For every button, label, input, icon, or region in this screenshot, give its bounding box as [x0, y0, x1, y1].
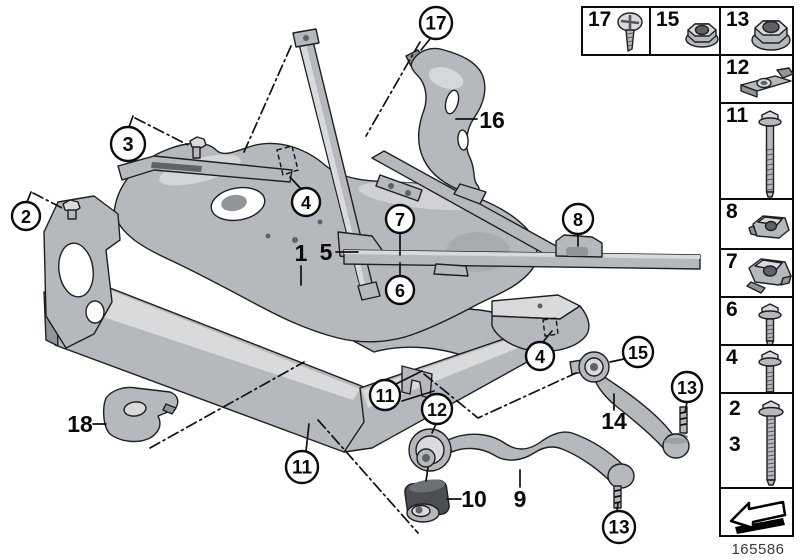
partbox-6[interactable]: 6	[719, 296, 794, 346]
label-1[interactable]: 1	[295, 240, 308, 266]
callout-2[interactable]: 2	[10, 200, 42, 232]
partbox-direction-arrow[interactable]	[719, 487, 794, 537]
label-14[interactable]: 14	[601, 408, 627, 434]
hex-flange-nut-large-icon	[751, 20, 791, 51]
callout-6[interactable]: 6	[384, 274, 416, 306]
callout-11-upper[interactable]: 11	[368, 378, 402, 412]
hex-flange-bolt-long-icon	[758, 110, 782, 198]
svg-text:8: 8	[573, 210, 583, 230]
svg-text:17: 17	[425, 14, 446, 35]
partbox-17[interactable]: 17	[581, 6, 651, 56]
control-arm-part-14	[569, 351, 690, 459]
cover-part-18	[102, 386, 179, 443]
hex-flange-bolt-short-icon	[758, 303, 782, 346]
partbox-11-number: 11	[726, 104, 749, 127]
svg-text:7: 7	[395, 210, 405, 230]
bolt-part-3	[189, 136, 207, 159]
callout-4-upper[interactable]: 4	[290, 186, 322, 218]
cage-nut-wide-icon	[746, 258, 792, 294]
label-5[interactable]: 5	[320, 239, 333, 265]
leader-lines	[26, 38, 688, 534]
partbox-7[interactable]: 7	[719, 248, 794, 298]
label-9[interactable]: 9	[514, 486, 527, 512]
callout-17[interactable]: 17	[418, 5, 454, 41]
callout-11-lower[interactable]: 11	[284, 449, 320, 485]
partbox-3-number: 3	[729, 433, 741, 456]
svg-text:6: 6	[395, 281, 405, 301]
callout-12[interactable]: 12	[420, 392, 454, 426]
partbox-2-number: 2	[729, 397, 741, 420]
phillips-screw-icon	[617, 12, 643, 52]
label-10[interactable]: 10	[461, 486, 487, 512]
brace-bar-steep	[292, 28, 381, 301]
callout-8[interactable]: 8	[561, 202, 595, 236]
bracket-part-16	[405, 47, 487, 205]
partbox-12[interactable]: 12	[719, 54, 794, 104]
partbox-7-number: 7	[726, 250, 738, 273]
svg-text:13: 13	[608, 518, 629, 539]
svg-text:11: 11	[375, 386, 394, 406]
partbox-17-number: 17	[588, 8, 612, 31]
partbox-8-number: 8	[726, 200, 738, 223]
partbox-12-number: 12	[726, 56, 750, 79]
hex-flange-nut-icon	[685, 23, 719, 48]
hex-flange-bolt-icon	[758, 350, 782, 396]
partbox-8[interactable]: 8	[719, 198, 794, 250]
hex-flange-bolt-full-thread-icon	[758, 400, 784, 486]
callout-15[interactable]: 15	[621, 335, 655, 369]
partbox-2-3[interactable]: 2 3	[719, 392, 794, 489]
label-16[interactable]: 16	[479, 107, 505, 133]
callout-4-lower[interactable]: 4	[524, 340, 556, 372]
partbox-6-number: 6	[726, 298, 738, 321]
direction-of-travel-arrow-icon	[729, 500, 787, 534]
partbox-13-number: 13	[726, 8, 750, 31]
callout-3[interactable]: 3	[109, 125, 147, 163]
bolt-part-2	[62, 199, 81, 220]
callout-13-lower[interactable]: 13	[601, 509, 637, 545]
cage-nut-long-icon	[740, 67, 794, 98]
reinforcement-bar-part-5	[337, 231, 701, 277]
svg-text:3: 3	[122, 134, 133, 156]
callout-13-upper[interactable]: 13	[670, 370, 704, 404]
subframe-part-1	[43, 136, 590, 453]
svg-text:11: 11	[292, 458, 313, 479]
partbox-4[interactable]: 4	[719, 344, 794, 396]
partbox-11[interactable]: 11	[719, 102, 794, 200]
svg-text:12: 12	[427, 400, 447, 420]
svg-text:15: 15	[628, 343, 648, 363]
svg-text:4: 4	[301, 193, 311, 213]
partbox-15-number: 15	[656, 8, 680, 31]
drawing-number: 165586	[731, 541, 785, 558]
callout-7[interactable]: 7	[384, 203, 416, 235]
partbox-13[interactable]: 13	[719, 6, 794, 56]
partbox-4-number: 4	[726, 346, 738, 369]
svg-text:13: 13	[677, 378, 697, 398]
label-18[interactable]: 18	[67, 411, 93, 437]
svg-text:2: 2	[21, 207, 31, 227]
control-arm-part-9	[408, 428, 635, 509]
svg-text:4: 4	[535, 347, 545, 367]
cage-nut-icon	[748, 215, 790, 239]
rubber-bushing-part-10	[404, 479, 450, 523]
partbox-15[interactable]: 15	[649, 6, 721, 56]
